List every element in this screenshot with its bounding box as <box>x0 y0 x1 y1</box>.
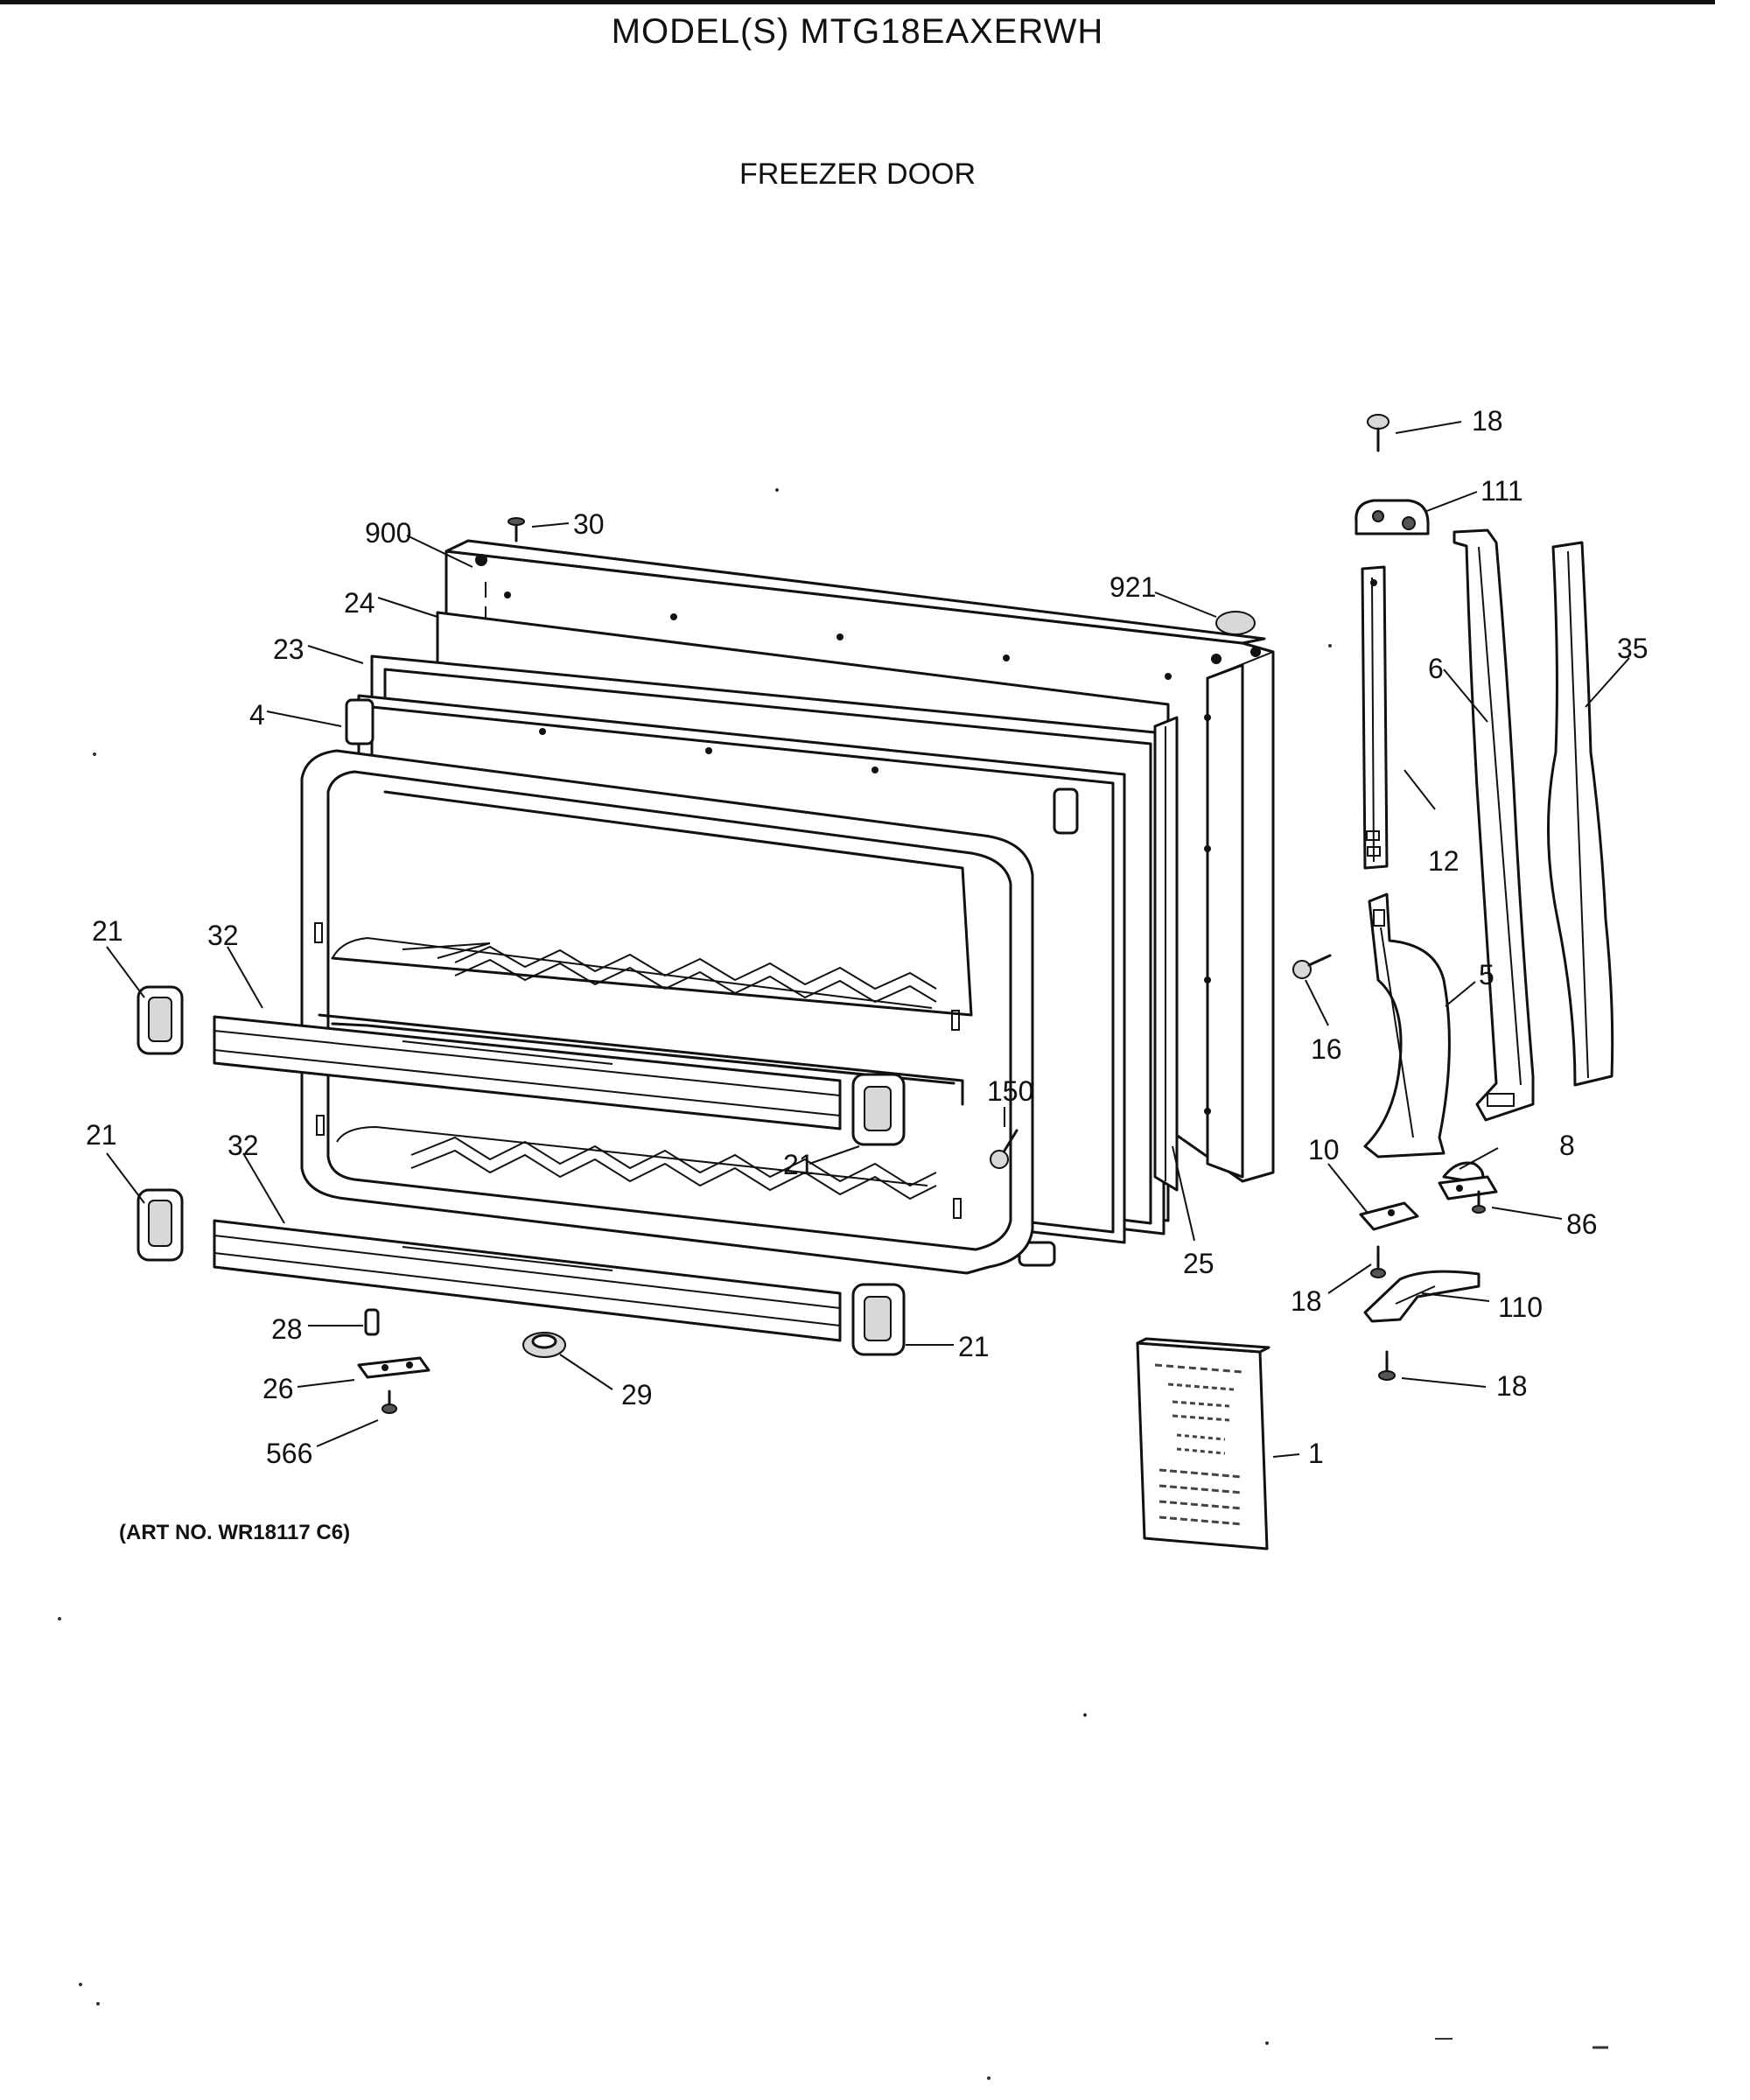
screw-30 <box>508 517 525 542</box>
callout-16: 16 <box>1311 1033 1342 1065</box>
shelf-cap-lower-left <box>136 1188 184 1262</box>
door-stop-29 <box>522 1332 566 1358</box>
owner-manual-booklet <box>1136 1337 1270 1550</box>
callout-21-upper-right: 21 <box>783 1149 815 1180</box>
inner-door-liner <box>300 749 1034 1275</box>
callout-25: 25 <box>1183 1248 1214 1279</box>
door-handle-strip-6 <box>1452 528 1535 1122</box>
callout-29: 29 <box>621 1379 653 1410</box>
hinge-rail-12 <box>1361 565 1389 870</box>
art-number: (ART NO. WR18117 C6) <box>119 1521 351 1544</box>
hinge-pin-28 <box>364 1308 380 1336</box>
section-title: FREEZER DOOR <box>738 158 976 191</box>
door-plug <box>1215 611 1256 635</box>
top-rule <box>0 0 1715 4</box>
shelf-cap-upper-left <box>136 985 184 1055</box>
lower-shelf-bar <box>213 1219 842 1342</box>
callout-21-upper-left: 21 <box>92 915 123 947</box>
callout-32-lower: 32 <box>228 1130 259 1161</box>
hinge-plate-26 <box>357 1356 430 1379</box>
door-handle-5 <box>1363 892 1451 1158</box>
callout-921: 921 <box>1110 571 1156 603</box>
callout-35: 35 <box>1617 633 1648 664</box>
screw-86 <box>1472 1190 1486 1214</box>
hinge-bracket-8 <box>1438 1161 1498 1200</box>
callout-4: 4 <box>249 699 265 731</box>
trim-strip-35 <box>1547 541 1614 1087</box>
scan-specks <box>58 488 1608 2080</box>
callout-21-lower-left: 21 <box>86 1119 117 1151</box>
hinge-cap-111 <box>1354 499 1430 536</box>
callout-24: 24 <box>344 587 375 619</box>
callout-21-lower-right: 21 <box>958 1331 990 1362</box>
model-title: MODEL(S) MTG18EAXERWH <box>611 12 1104 51</box>
screw-566 <box>382 1390 397 1414</box>
callout-150: 150 <box>987 1075 1033 1107</box>
callout-900: 900 <box>365 517 411 549</box>
callout-18-top: 18 <box>1472 405 1503 437</box>
callout-26: 26 <box>262 1373 294 1404</box>
callout-111: 111 <box>1480 475 1523 507</box>
lower-shelf-ribs <box>410 1136 937 1200</box>
hinge-block-10 <box>1359 1201 1419 1231</box>
screw-18-bottom <box>1378 1350 1396 1381</box>
callout-566: 566 <box>266 1438 312 1469</box>
callout-8: 8 <box>1559 1130 1575 1161</box>
callout-1: 1 <box>1308 1438 1324 1469</box>
callout-5: 5 <box>1479 959 1494 990</box>
callout-110: 110 <box>1498 1292 1543 1323</box>
bottom-hinge-110 <box>1363 1270 1480 1323</box>
callout-23: 23 <box>273 634 304 665</box>
callout-10: 10 <box>1308 1134 1340 1166</box>
shelf-cap-lower-right <box>851 1283 906 1356</box>
callout-12: 12 <box>1428 845 1460 877</box>
callout-18-bottom: 18 <box>1496 1370 1528 1402</box>
callout-30: 30 <box>573 508 605 540</box>
screw-18-middle <box>1370 1245 1386 1278</box>
callout-6: 6 <box>1428 653 1444 684</box>
side-gasket-strip <box>1153 716 1179 1192</box>
leader-lines <box>106 421 1630 1458</box>
callout-86: 86 <box>1566 1208 1598 1240</box>
shelf-cap-upper-right <box>851 1073 906 1146</box>
upper-shelf-bar <box>213 1015 842 1130</box>
screw-150 <box>990 1129 1018 1169</box>
screw-16 <box>1292 954 1332 979</box>
upper-shelf-ribs <box>402 942 937 1004</box>
callout-labels: 18 111 30 900 921 24 23 4 6 35 12 21 32 … <box>86 405 1648 1469</box>
callout-18-middle: 18 <box>1291 1285 1322 1317</box>
callout-28: 28 <box>271 1313 303 1345</box>
callout-32-upper: 32 <box>207 920 239 951</box>
screw-18-top <box>1367 414 1390 452</box>
